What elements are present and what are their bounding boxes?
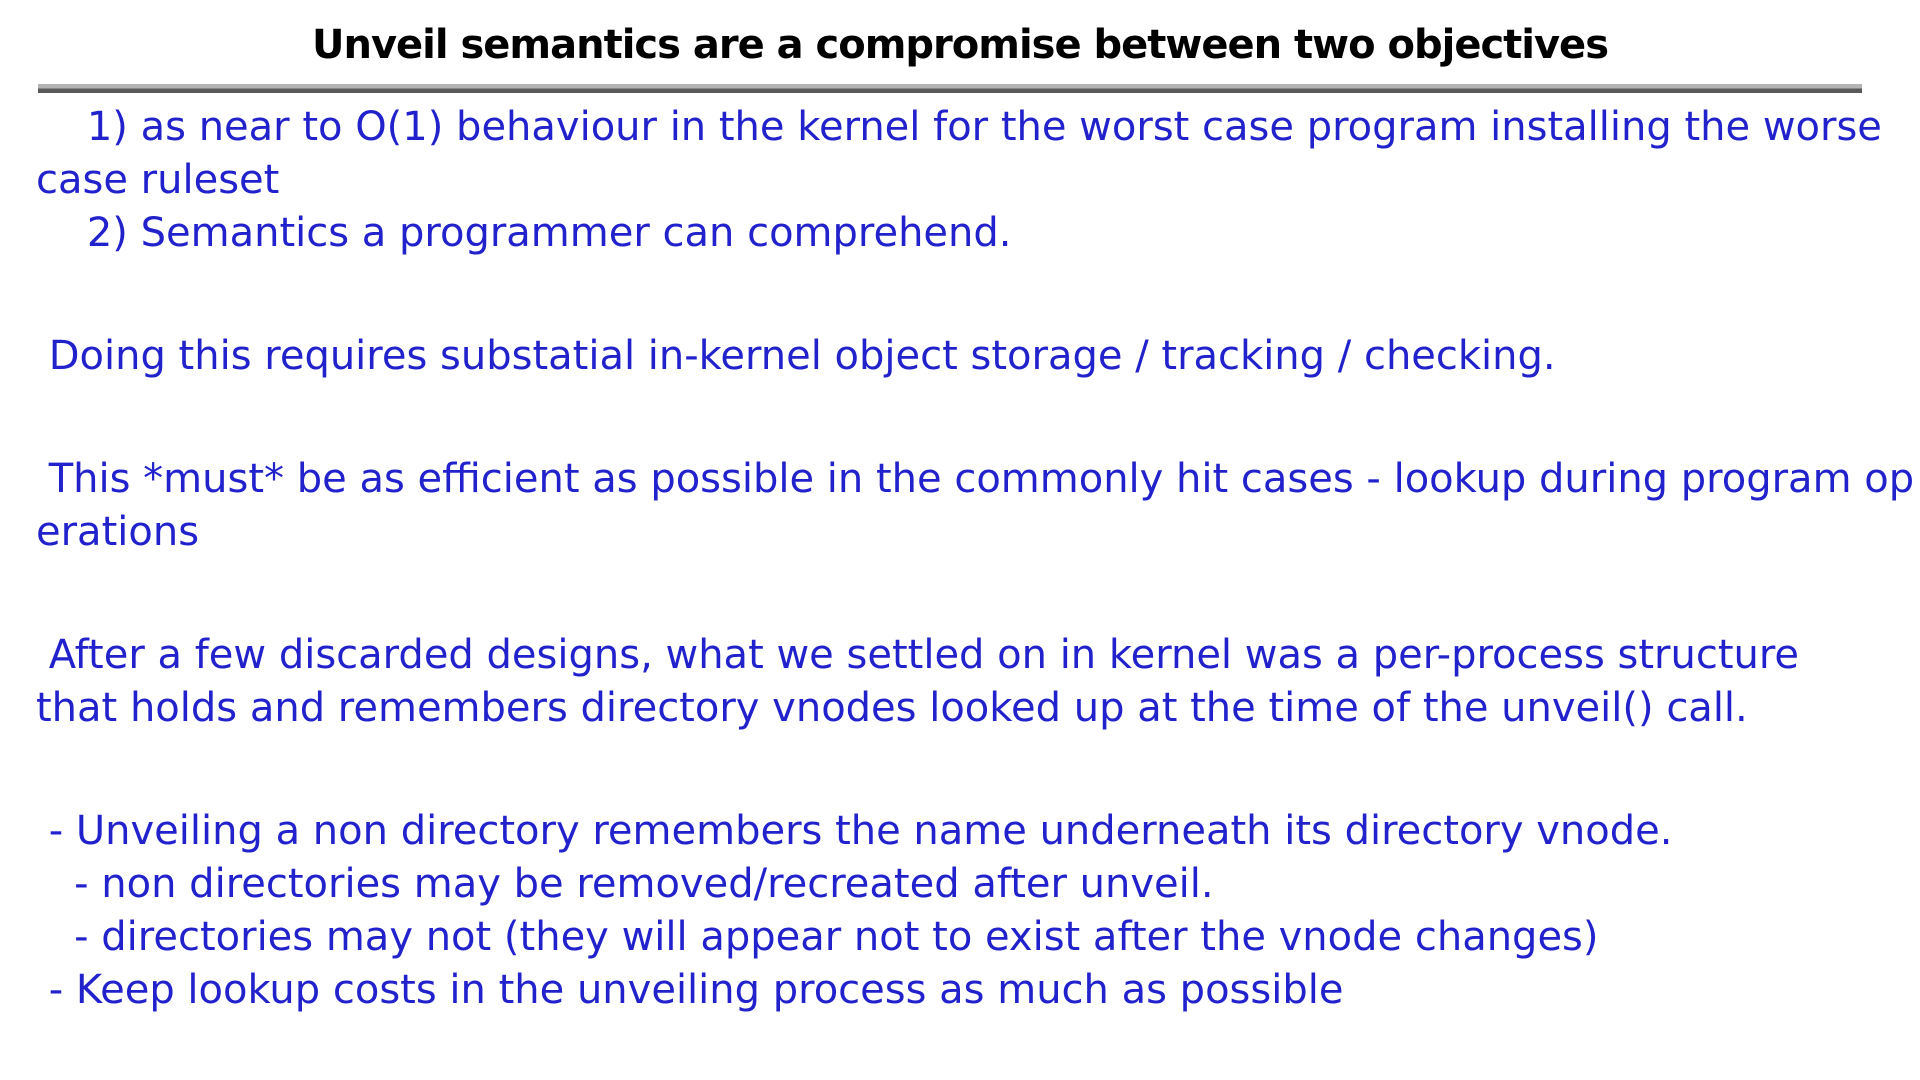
text-line: 2) Semantics a programmer can comprehend…: [36, 210, 1012, 256]
text-line: - Keep lookup costs in the unveiling pro…: [36, 967, 1344, 1013]
text-line: - directories may not (they will appear …: [36, 914, 1599, 960]
text-line: - non directories may be removed/recreat…: [36, 861, 1214, 907]
paragraph: After a few discarded designs, what we s…: [36, 629, 1900, 735]
text-line: - Unveiling a non directory remembers th…: [36, 808, 1673, 854]
text-line: After a few discarded designs, what we s…: [36, 632, 1800, 678]
slide-title: Unveil semantics are a compromise betwee…: [311, 22, 1609, 68]
text-line: 1) as near to O(1) behaviour in the kern…: [36, 104, 1882, 150]
paragraph: This *must* be as efficient as possible …: [36, 453, 1915, 559]
text-line: case ruleset: [36, 157, 280, 203]
title-divider-rule: [38, 84, 1862, 93]
text-line: This *must* be as efficient as possible …: [36, 456, 1915, 502]
presentation-slide: Unveil semantics are a compromise betwee…: [0, 24, 1920, 1080]
text-line: that holds and remembers directory vnode…: [36, 685, 1748, 731]
paragraph: Doing this requires substatial in-kernel…: [36, 330, 1900, 383]
text-line: erations: [36, 509, 200, 555]
paragraph: 1) as near to O(1) behaviour in the kern…: [36, 101, 1900, 260]
paragraph: - Unveiling a non directory remembers th…: [36, 805, 1900, 1017]
text-line: Doing this requires substatial in-kernel…: [36, 333, 1556, 379]
slide-body: 1) as near to O(1) behaviour in the kern…: [36, 101, 1915, 1017]
